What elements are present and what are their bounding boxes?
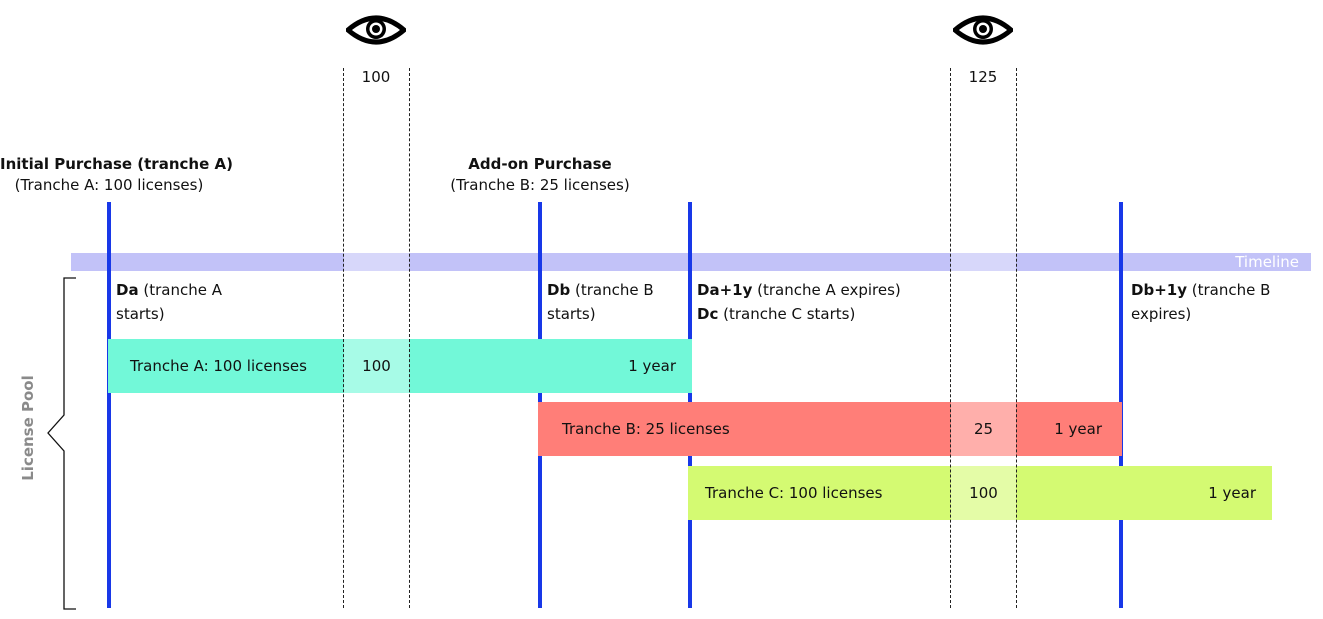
event-label-da1y: Da+1y (tranche A expires) Dc (tranche C … — [697, 278, 901, 326]
tranche-duration: 1 year — [1208, 484, 1256, 502]
event-text: (tranche A — [138, 281, 222, 299]
event-text: expires) — [1131, 305, 1192, 323]
eye-icon — [951, 12, 1015, 48]
observation-count-1: 100 — [361, 68, 391, 86]
initial-purchase-heading: Initial Purchase (tranche A) (Tranche A:… — [0, 155, 233, 194]
event-code: Db+1y — [1131, 281, 1187, 299]
eye-icon — [344, 12, 408, 48]
observation-window-1-left — [343, 68, 344, 608]
event-text: (tranche B — [570, 281, 654, 299]
addon-purchase-subtitle: (Tranche B: 25 licenses) — [450, 176, 630, 194]
license-pool-brace — [40, 275, 80, 615]
tranche-label: Tranche B: 25 licenses — [562, 420, 730, 438]
event-text: (tranche B — [1186, 281, 1271, 299]
tranche-observed-count: 25 — [951, 402, 1016, 456]
tranche-label: Tranche A: 100 licenses — [130, 357, 307, 375]
addon-purchase-heading: Add-on Purchase (Tranche B: 25 licenses) — [440, 155, 640, 194]
event-code: Da+1y — [697, 281, 753, 299]
observation-window-2-left — [950, 68, 951, 608]
tranche-a-bar: Tranche A: 100 licenses 100 1 year — [108, 339, 692, 393]
observation-count-2: 125 — [968, 68, 998, 86]
event-code: Da — [116, 281, 139, 299]
event-code: Dc — [697, 305, 719, 323]
observation-window-2-right — [1016, 68, 1017, 608]
tranche-c-bar: Tranche C: 100 licenses 100 1 year — [688, 466, 1272, 520]
observation-window-1 — [344, 253, 409, 271]
event-label-db: Db (tranche B starts) — [547, 278, 654, 326]
observation-window-1-right — [409, 68, 410, 608]
tranche-label: Tranche C: 100 licenses — [705, 484, 883, 502]
event-line-da — [107, 202, 111, 608]
tranche-duration: 1 year — [628, 357, 676, 375]
observation-window-2 — [951, 253, 1016, 271]
license-pool-label: License Pool — [19, 375, 37, 481]
event-text: starts) — [116, 305, 165, 323]
event-label-db1y: Db+1y (tranche B expires) — [1131, 278, 1270, 326]
event-text: starts) — [547, 305, 596, 323]
event-text: (tranche A expires) — [752, 281, 901, 299]
tranche-observed-count: 100 — [951, 466, 1016, 520]
initial-purchase-subtitle: (Tranche A: 100 licenses) — [14, 176, 204, 194]
event-label-da: Da (tranche A starts) — [116, 278, 222, 326]
tranche-duration: 1 year — [1054, 420, 1102, 438]
tranche-observed-count: 100 — [344, 339, 409, 393]
initial-purchase-title: Initial Purchase (tranche A) — [0, 155, 233, 173]
addon-purchase-title: Add-on Purchase — [468, 155, 612, 173]
tranche-b-bar: Tranche B: 25 licenses 25 1 year — [538, 402, 1122, 456]
event-code: Db — [547, 281, 571, 299]
event-text: (tranche C starts) — [718, 305, 856, 323]
timeline-label: Timeline — [1235, 253, 1299, 271]
